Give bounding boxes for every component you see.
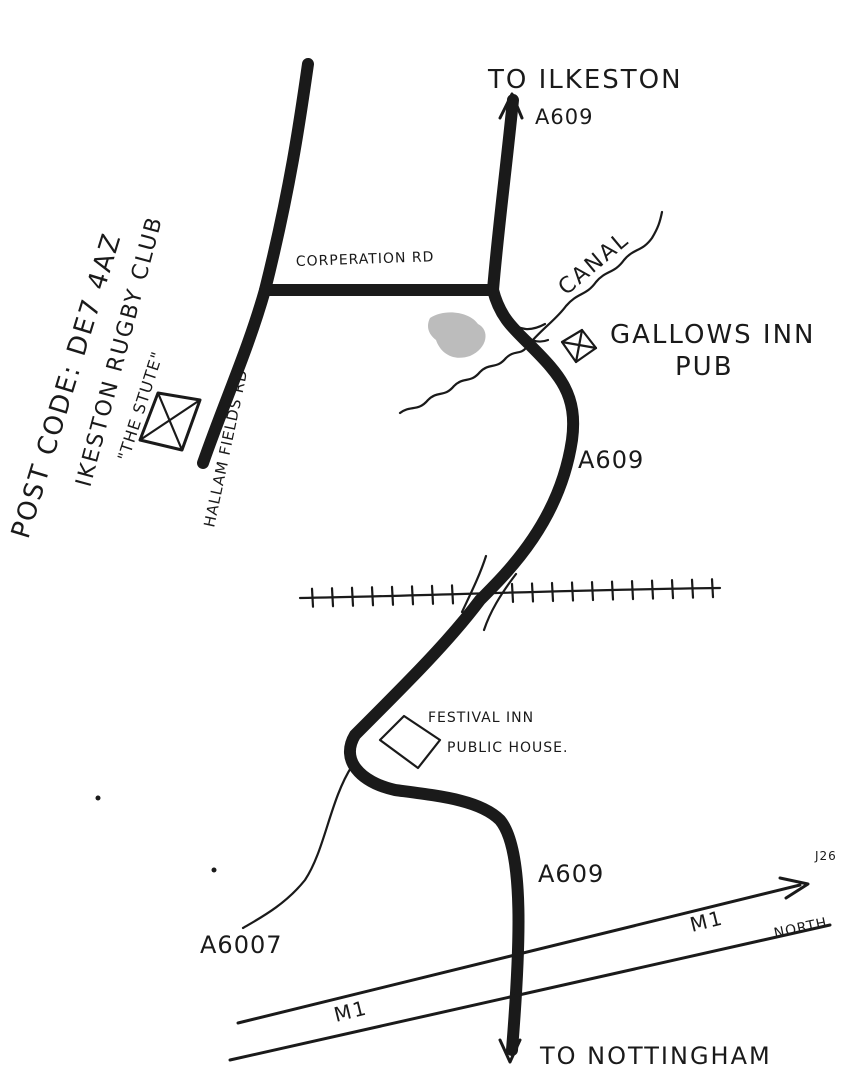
north-label: NORTH	[773, 915, 829, 942]
to-ilkeston-label: TO ILKESTON	[487, 65, 683, 95]
rugby-club-marker	[138, 391, 202, 452]
gallows-inn-pub-marker	[560, 328, 598, 364]
a609-low-label: A609	[538, 860, 604, 888]
railway-tie	[710, 578, 715, 599]
m1-north-arrow-icon	[778, 876, 810, 900]
canal-label: CANAL	[554, 227, 635, 300]
a6007-road	[241, 764, 354, 930]
corporation-road-label: CORPERATION RD	[296, 249, 435, 270]
railway-tie	[590, 580, 595, 602]
railway-tie	[550, 581, 555, 603]
railway-tie	[310, 587, 315, 608]
grey-smudge	[428, 312, 486, 358]
a609-top-label: A609	[535, 105, 593, 129]
to-nottingham-label: TO NOTTINGHAM	[539, 1042, 772, 1070]
railway-tie	[430, 584, 435, 605]
railway-tie	[690, 578, 695, 599]
railway-tie	[350, 586, 355, 607]
hallam-fields-road	[197, 58, 314, 469]
m1-lower-line	[228, 923, 832, 1062]
north-arrow-icon	[498, 92, 524, 120]
dot	[95, 795, 101, 801]
railway-tie	[450, 584, 455, 605]
festival-public-house-label: PUBLIC HOUSE.	[447, 740, 568, 756]
railway-tie	[530, 582, 535, 603]
railway-tie	[370, 586, 375, 607]
railway-tie	[670, 579, 675, 600]
railway-tie	[650, 579, 655, 600]
railway-tie	[630, 579, 635, 601]
dot	[211, 867, 217, 873]
railway-tie	[510, 582, 515, 604]
railway-tie	[410, 585, 415, 606]
a6007-label: A6007	[200, 931, 283, 959]
canal	[398, 210, 664, 415]
south-arrow-icon	[498, 1038, 522, 1064]
railway-tie	[390, 585, 395, 606]
railway-bridge-mark	[460, 554, 518, 632]
a609-road	[344, 94, 580, 1056]
m1-upper-line	[236, 883, 802, 1025]
festival-inn-marker	[378, 714, 442, 770]
canal-bridge-mark	[508, 320, 550, 343]
a609-mid-label: A609	[578, 446, 644, 474]
junction-label: J26	[814, 849, 837, 863]
railway-tie	[570, 581, 575, 602]
railway-tie	[330, 587, 335, 608]
gallows-inn-label: GALLOWS INN	[610, 320, 816, 350]
gallows-pub-label: PUB	[675, 352, 734, 382]
festival-inn-label: FESTIVAL INN	[428, 710, 534, 726]
railway-tie	[610, 580, 615, 601]
railway-line	[298, 578, 722, 608]
